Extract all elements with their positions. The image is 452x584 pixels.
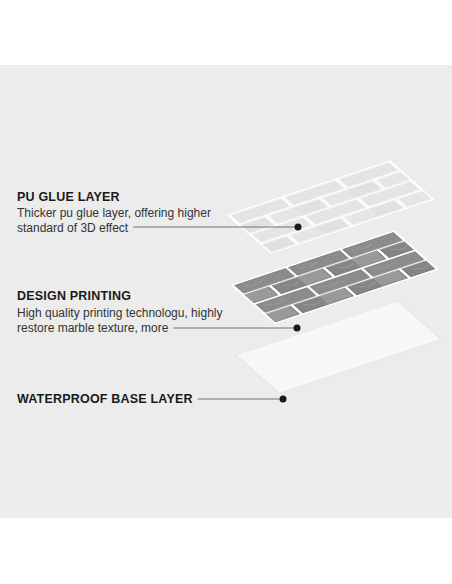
leader-line [133, 227, 298, 228]
leader-dot [295, 224, 302, 231]
glue-layer [228, 161, 433, 253]
layer-heading: DESIGN PRINTING [17, 289, 131, 303]
layer-heading: WATERPROOF BASE LAYER [17, 392, 193, 406]
layer-heading: PU GLUE LAYER [17, 190, 120, 204]
leader-line [173, 328, 297, 329]
layer-description: Thicker pu glue layer, offering higher s… [17, 206, 239, 236]
leader-dot [294, 325, 301, 332]
leader-dot [280, 396, 287, 403]
layer-description: High quality printing technologu, highly… [17, 306, 235, 336]
leader-line [198, 399, 283, 400]
